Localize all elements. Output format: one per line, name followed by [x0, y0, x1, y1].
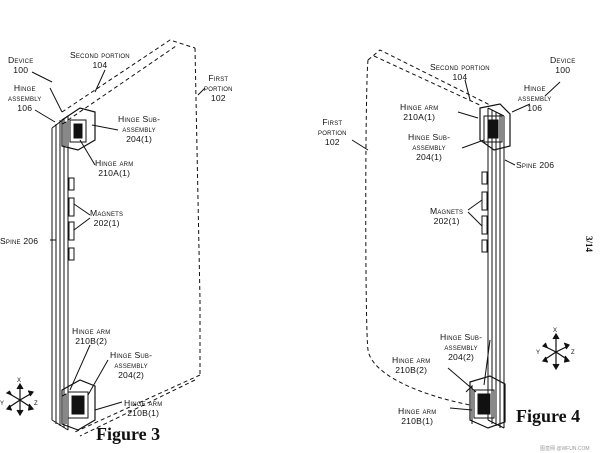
- fig3-magnets: [68, 177, 75, 261]
- fig4-axis-z: z: [571, 346, 575, 356]
- watermark: 图皇网 @WFUN.COM: [540, 446, 590, 452]
- fig3-axis-z: z: [34, 397, 38, 407]
- fig3-axis-gizmo: [5, 382, 35, 417]
- fig3-title: Figure 3: [96, 424, 161, 444]
- fig4-hinge-top: [479, 103, 511, 151]
- fig4-hinge-bottom: [465, 375, 506, 429]
- sheet-number: 3/14: [584, 236, 594, 253]
- fig3-axis-y: y: [0, 397, 5, 407]
- fig4-spine-label: Spine 206: [516, 160, 555, 170]
- fig4-axis-gizmo: [541, 332, 571, 371]
- fig3-hinge-top: [61, 107, 96, 151]
- figure4-device: [351, 49, 561, 429]
- fig3-spine-label: Spine 206: [0, 236, 39, 246]
- fig4-title: Figure 4: [516, 406, 581, 426]
- fig3-hinge-bottom: [61, 379, 96, 431]
- fig4-magnets: [481, 171, 488, 253]
- fig4-axis-y: y: [536, 346, 541, 356]
- fig3-axis-x: x: [17, 374, 22, 384]
- fig4-axis-x: x: [553, 324, 558, 334]
- figure3-device: [31, 39, 206, 437]
